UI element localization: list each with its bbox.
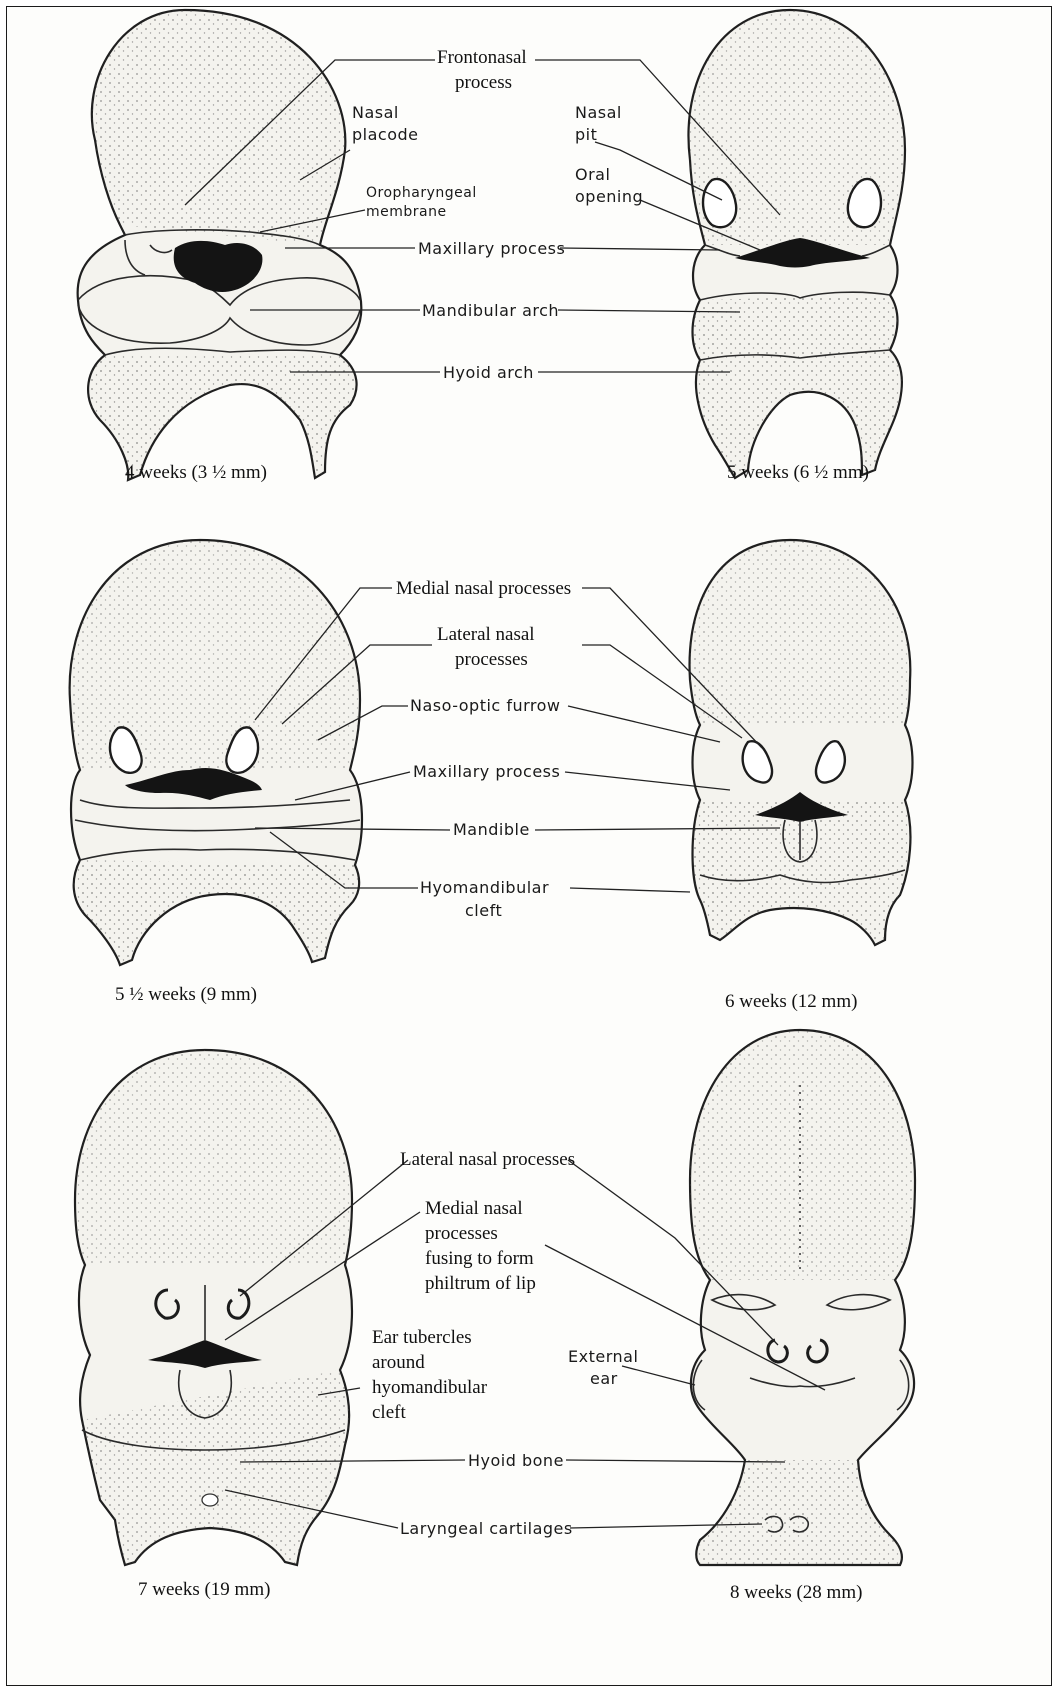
embryo-6-weeks <box>690 540 913 945</box>
caption-5-half-weeks: 5 ½ weeks (9 mm) <box>115 984 257 1005</box>
embryo-4-weeks <box>78 10 362 480</box>
label-oropharyngeal-line1: Oropharyngeal <box>366 185 477 201</box>
label-medial-fusing-line2: processes <box>425 1223 498 1244</box>
label-medial-fusing-line3: fusing to form <box>425 1248 534 1269</box>
label-nasal-pit-line1: Nasal <box>575 103 622 122</box>
label-mandible: Mandible <box>453 820 530 839</box>
label-medial-fusing-line4: philtrum of lip <box>425 1273 536 1294</box>
label-nasal-placode-line2: placode <box>352 125 419 144</box>
label-oral-opening-line2: opening <box>575 187 643 206</box>
caption-6-weeks: 6 weeks (12 mm) <box>725 991 857 1012</box>
embryo-8-weeks <box>690 1030 915 1565</box>
label-maxillary-process-1: Maxillary process <box>418 239 565 258</box>
label-hyomandibular-line1: Hyomandibular <box>420 878 549 897</box>
label-lateral-nasal-line2: processes <box>455 649 528 670</box>
label-oropharyngeal-line2: membrane <box>366 204 447 220</box>
label-ear-tubercles-line1: Ear tubercles <box>372 1327 472 1348</box>
embryo-5-weeks <box>688 10 905 478</box>
embryo-7-weeks <box>75 1050 352 1565</box>
label-hyomandibular-line2: cleft <box>465 901 502 920</box>
label-ear-tubercles-line4: cleft <box>372 1402 406 1423</box>
label-oral-opening-line1: Oral <box>575 165 610 184</box>
caption-8-weeks: 8 weeks (28 mm) <box>730 1582 862 1603</box>
label-nasal-placode-line1: Nasal <box>352 103 399 122</box>
caption-7-weeks: 7 weeks (19 mm) <box>138 1579 270 1600</box>
label-lateral-nasal-processes-2: Lateral nasal processes <box>400 1149 575 1170</box>
label-nasal-pit-line2: pit <box>575 125 597 144</box>
label-frontonasal-line1: Frontonasal <box>437 47 527 68</box>
label-medial-nasal-processes-1: Medial nasal processes <box>396 578 571 599</box>
anatomical-labels: Frontonasal process Nasal placode Oropha… <box>352 47 643 1538</box>
label-frontonasal-line2: process <box>455 72 512 93</box>
label-naso-optic-furrow: Naso-optic furrow <box>410 696 560 715</box>
label-hyoid-arch: Hyoid arch <box>443 363 534 382</box>
label-external-ear-line1: External <box>568 1347 638 1366</box>
caption-4-weeks: 4 weeks (3 ½ mm) <box>125 462 267 483</box>
label-medial-fusing-line1: Medial nasal <box>425 1198 523 1219</box>
label-ear-tubercles-line2: around <box>372 1352 425 1373</box>
label-hyoid-bone: Hyoid bone <box>468 1451 564 1470</box>
label-mandibular-arch: Mandibular arch <box>422 301 559 320</box>
embryo-5-half-weeks <box>70 540 362 965</box>
label-external-ear-line2: ear <box>590 1369 618 1388</box>
label-maxillary-process-2: Maxillary process <box>413 762 560 781</box>
label-laryngeal-cartilages: Laryngeal cartilages <box>400 1519 573 1538</box>
label-lateral-nasal-line1: Lateral nasal <box>437 624 535 645</box>
caption-5-weeks: 5 weeks (6 ½ mm) <box>727 462 869 483</box>
label-ear-tubercles-line3: hyomandibular <box>372 1377 488 1398</box>
